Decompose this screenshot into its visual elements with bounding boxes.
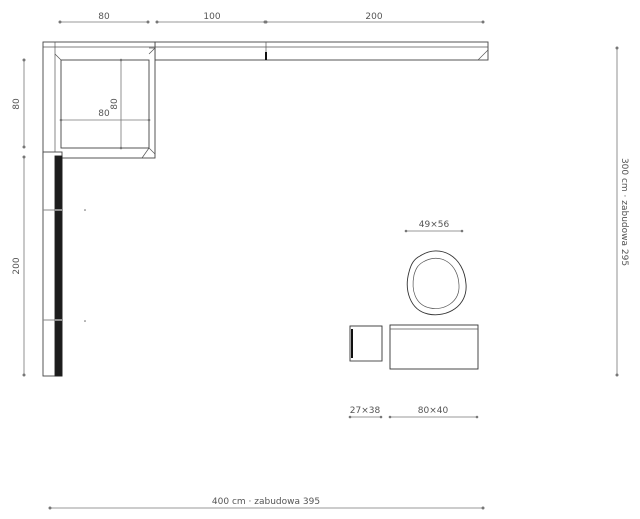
dim-label-top-80: 80 — [98, 12, 110, 22]
armchair — [406, 250, 467, 316]
dimension-inner-width: 80 — [59, 109, 151, 122]
top-wall-cabinet — [154, 41, 489, 61]
dimension-top-100: 100 — [155, 12, 267, 24]
dim-label-left-200: 200 — [12, 257, 22, 274]
dim-label-top-200: 200 — [365, 12, 382, 22]
dim-label-inner-width: 80 — [98, 109, 110, 119]
corner-module — [42, 41, 156, 159]
dim-label-right-total: 300 cm · zabudowa 295 — [619, 158, 629, 266]
dim-label-stool: 27×38 — [350, 406, 381, 416]
dim-label-bench: 80×40 — [418, 406, 449, 416]
dimension-top-200: 200 — [264, 12, 485, 24]
dimension-left-200: 200 — [12, 155, 26, 377]
left-wall-cabinet — [42, 151, 86, 377]
dimension-inner-height: 80 — [110, 58, 123, 150]
dim-label-inner-height: 80 — [110, 98, 120, 110]
dim-label-top-100: 100 — [203, 12, 220, 22]
dim-label-armchair: 49×56 — [419, 220, 450, 230]
dimension-armchair: 49×56 — [404, 220, 464, 233]
dimension-bottom-total: 400 cm · zabudowa 395 — [48, 497, 485, 510]
stool — [349, 325, 383, 362]
dim-label-left-80: 80 — [12, 98, 22, 110]
dim-label-bottom-total: 400 cm · zabudowa 395 — [212, 497, 320, 507]
dimension-top-80: 80 — [58, 12, 150, 24]
dimension-stool: 27×38 — [348, 406, 383, 419]
bench — [389, 324, 479, 370]
dimension-left-80: 80 — [12, 58, 26, 149]
dimension-bench: 80×40 — [388, 406, 479, 419]
dimension-right-total: 300 cm · zabudowa 295 — [615, 46, 629, 377]
